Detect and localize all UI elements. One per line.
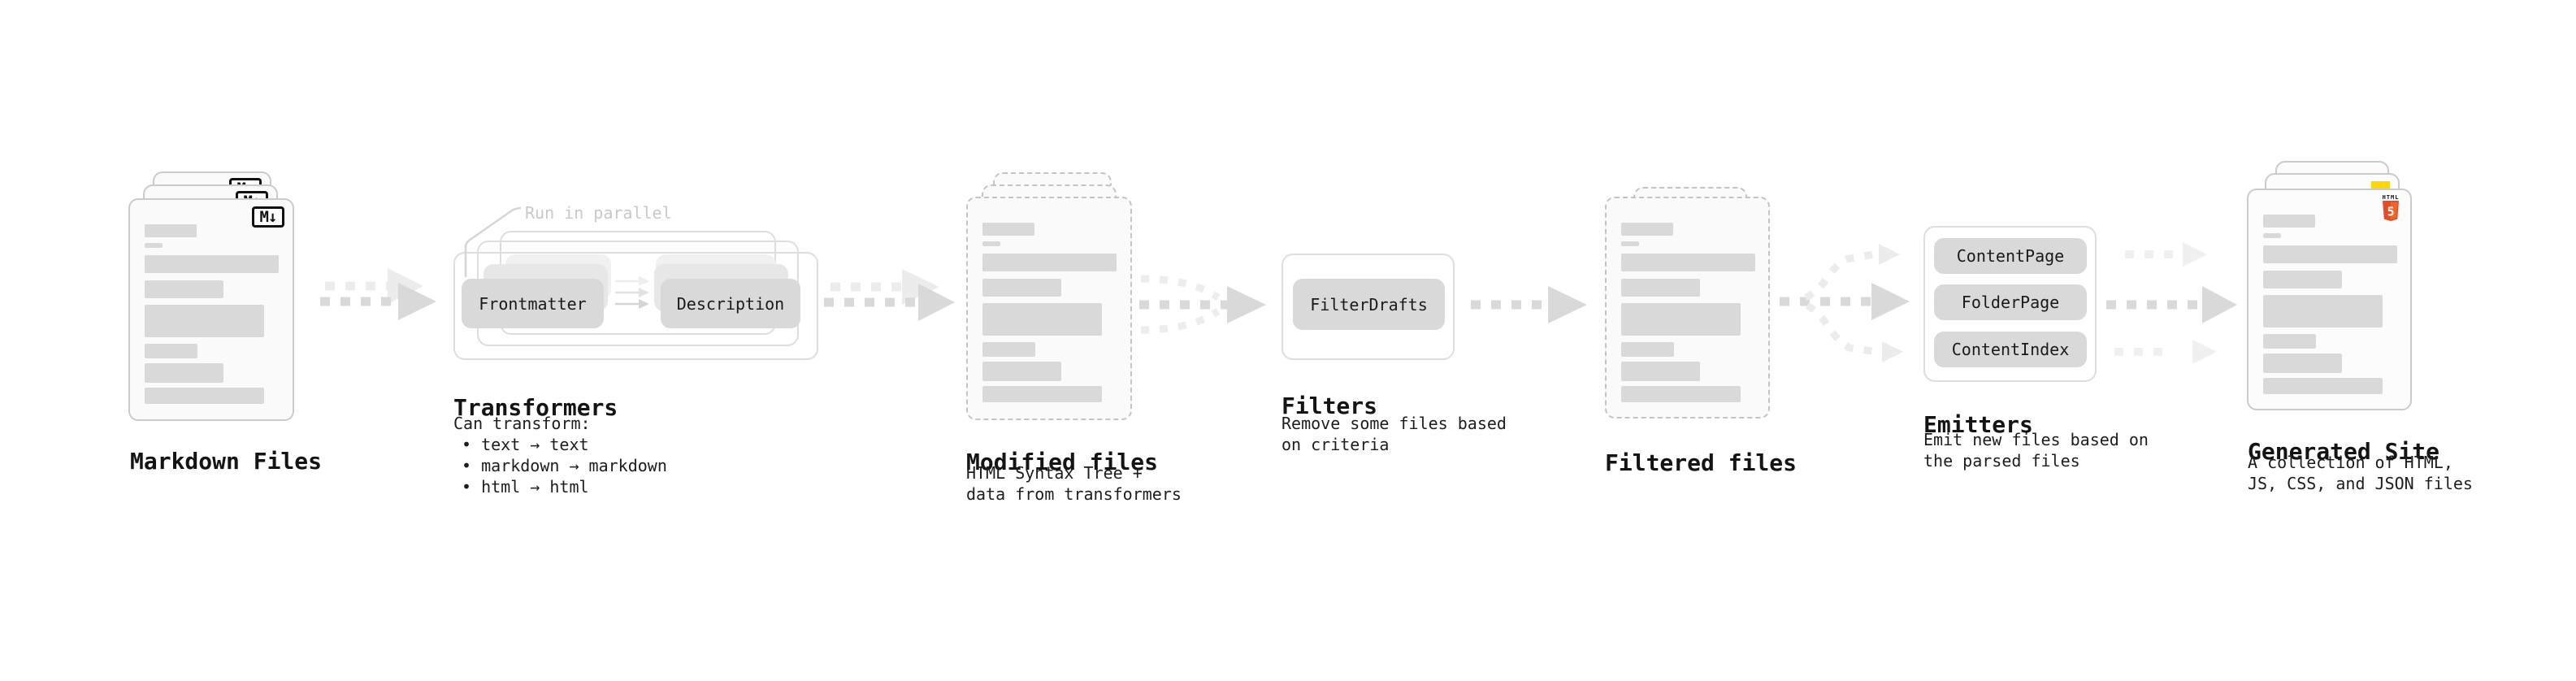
arrow-transformers-to-modified <box>824 269 955 321</box>
text-placeholder-bar <box>145 344 197 358</box>
emitters-subtitle-line: the parsed files <box>1923 451 2080 471</box>
text-placeholder-bar <box>982 362 1061 381</box>
text-placeholder-bar <box>982 241 1000 246</box>
modified-files-subtitle-line: data from transformers <box>966 484 1182 504</box>
text-placeholder-bar <box>2263 271 2342 288</box>
html5-badge-number: 5 <box>2387 205 2394 219</box>
generated-site-subtitle-line: A collection of HTML, <box>2248 453 2453 472</box>
filter-drafts-chip: FilterDrafts <box>1293 279 1445 330</box>
text-placeholder-bar <box>145 243 163 248</box>
arrow-markdown-to-transformers <box>320 268 436 320</box>
stage-title-modified-files: Modified files <box>966 449 1159 476</box>
transformers-bullet: • text → text <box>462 435 589 454</box>
arrow-modified-to-filters <box>1139 275 1266 334</box>
html5-shield: 5 <box>2383 201 2399 221</box>
text-placeholder-bar <box>145 388 264 404</box>
transformers-subtitle: Can transform: <box>453 414 591 433</box>
stage-title-emitters: Emitters <box>1923 411 2033 439</box>
modified-files-subtitle-line: HTML Syntax Tree + <box>966 463 1143 483</box>
js-file-icon <box>2371 181 2390 189</box>
text-placeholder-bar <box>145 224 197 237</box>
text-placeholder-bar <box>145 305 264 337</box>
text-placeholder-bar <box>1621 386 1741 402</box>
text-placeholder-bar <box>1621 241 1639 246</box>
stage-title-transformers: Transformers <box>453 394 618 422</box>
text-placeholder-bar <box>1621 223 1673 236</box>
text-placeholder-bar <box>2263 295 2383 327</box>
generated-html-file-card: HTML 5 <box>2247 189 2412 410</box>
filtered-file-card-front <box>1605 197 1770 419</box>
modified-file-card-front <box>966 197 1132 420</box>
arrow-emitters-to-generated <box>2106 242 2237 364</box>
transformer-frame-front <box>453 252 818 360</box>
modified-files-description: HTML Syntax Tree + data from transformer… <box>966 462 1182 505</box>
text-placeholder-bar <box>1621 254 1755 271</box>
text-placeholder-bar <box>1621 279 1700 297</box>
emitters-subtitle-line: Emit new files based on <box>1923 430 2149 449</box>
transformers-bullet: • html → html <box>462 477 589 497</box>
generated-site-description: A collection of HTML, JS, CSS, and JSON … <box>2248 452 2473 494</box>
arrow-filters-to-filtered <box>1471 286 1587 323</box>
text-placeholder-bar <box>2263 215 2315 228</box>
transformer-description-chip: Description <box>661 279 800 328</box>
text-placeholder-bar <box>982 279 1061 297</box>
filters-description: Remove some files based on criteria <box>1281 413 1507 455</box>
transformer-frontmatter-chip: Frontmatter <box>462 279 604 328</box>
text-placeholder-bar <box>2263 378 2383 394</box>
arrow-filtered-to-emitters <box>1780 244 1910 362</box>
text-placeholder-bar <box>2263 233 2281 238</box>
text-placeholder-bar <box>982 254 1117 271</box>
filters-subtitle-line: on criteria <box>1281 435 1390 454</box>
stage-title-filters: Filters <box>1281 393 1378 420</box>
text-placeholder-bar <box>982 223 1034 236</box>
text-placeholder-bar <box>982 342 1035 357</box>
stage-title-markdown-files: Markdown Files <box>130 448 323 475</box>
generated-site-subtitle-line: JS, CSS, and JSON files <box>2248 474 2473 493</box>
transformers-description: Can transform: • text → text • markdown … <box>453 413 667 497</box>
markdown-file-card-front: M↓ <box>128 198 294 421</box>
transformers-bullet: • markdown → markdown <box>462 456 667 475</box>
text-placeholder-bar <box>1621 362 1700 381</box>
text-placeholder-bar <box>982 303 1102 336</box>
run-in-parallel-note: Run in parallel <box>525 203 672 223</box>
text-placeholder-bar <box>145 255 279 273</box>
emitter-contentindex-chip: ContentIndex <box>1934 332 2087 367</box>
html5-icon: HTML 5 <box>2381 194 2400 225</box>
text-placeholder-bar <box>145 280 223 298</box>
stage-title-filtered-files: Filtered files <box>1605 449 1798 477</box>
text-placeholder-bar <box>982 386 1102 402</box>
markdown-icon: M↓ <box>252 206 284 228</box>
text-placeholder-bar <box>2263 354 2342 373</box>
stage-title-generated-site: Generated Site <box>2248 438 2440 466</box>
text-placeholder-bar <box>2263 334 2316 349</box>
emitter-folderpage-chip: FolderPage <box>1934 284 2087 320</box>
emitter-contentpage-chip: ContentPage <box>1934 238 2087 274</box>
html5-badge-label: HTML <box>2382 194 2400 201</box>
text-placeholder-bar <box>145 363 223 383</box>
emitters-description: Emit new files based on the parsed files <box>1923 429 2149 471</box>
filters-subtitle-line: Remove some files based <box>1281 414 1507 433</box>
text-placeholder-bar <box>1621 303 1741 336</box>
text-placeholder-bar <box>1621 342 1674 357</box>
text-placeholder-bar <box>2263 245 2397 263</box>
